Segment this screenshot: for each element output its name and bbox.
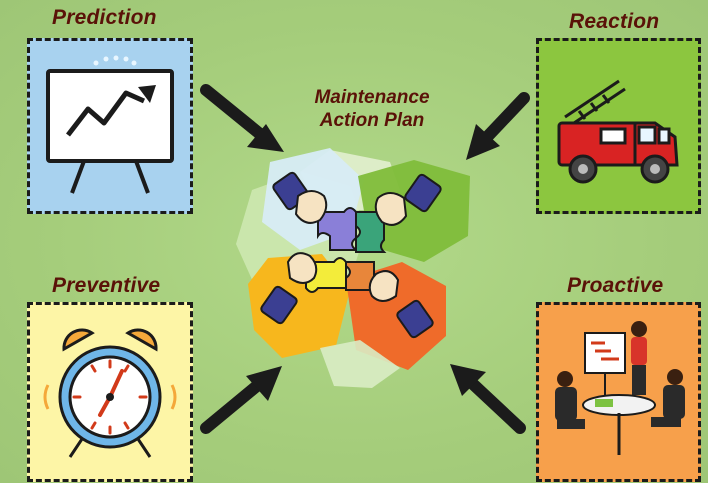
preventive-box: [27, 302, 193, 482]
arrow-prediction-icon: [200, 84, 284, 152]
puzzle-hands-icon: [236, 148, 470, 388]
arrow-proactive-icon: [450, 364, 526, 434]
reaction-label: Reaction: [569, 10, 660, 33]
alarm-clock-icon: [43, 328, 177, 458]
reaction-box: [536, 38, 701, 214]
arrow-preventive-icon: [200, 366, 282, 434]
prediction-box: [27, 38, 193, 214]
arrow-reaction-icon: [466, 92, 530, 160]
center-title: Maintenance Action Plan: [282, 86, 462, 132]
meeting-icon: [555, 321, 685, 455]
preventive-label: Preventive: [52, 274, 161, 297]
center-title-line2: Action Plan: [319, 110, 425, 131]
trend-chart-icon: [46, 55, 174, 194]
fire-truck-icon: [557, 79, 679, 184]
center-title-line1: Maintenance: [314, 87, 430, 108]
proactive-box: [536, 302, 701, 482]
arrows: [200, 84, 530, 434]
prediction-label: Prediction: [52, 6, 157, 29]
proactive-label: Proactive: [567, 274, 664, 297]
